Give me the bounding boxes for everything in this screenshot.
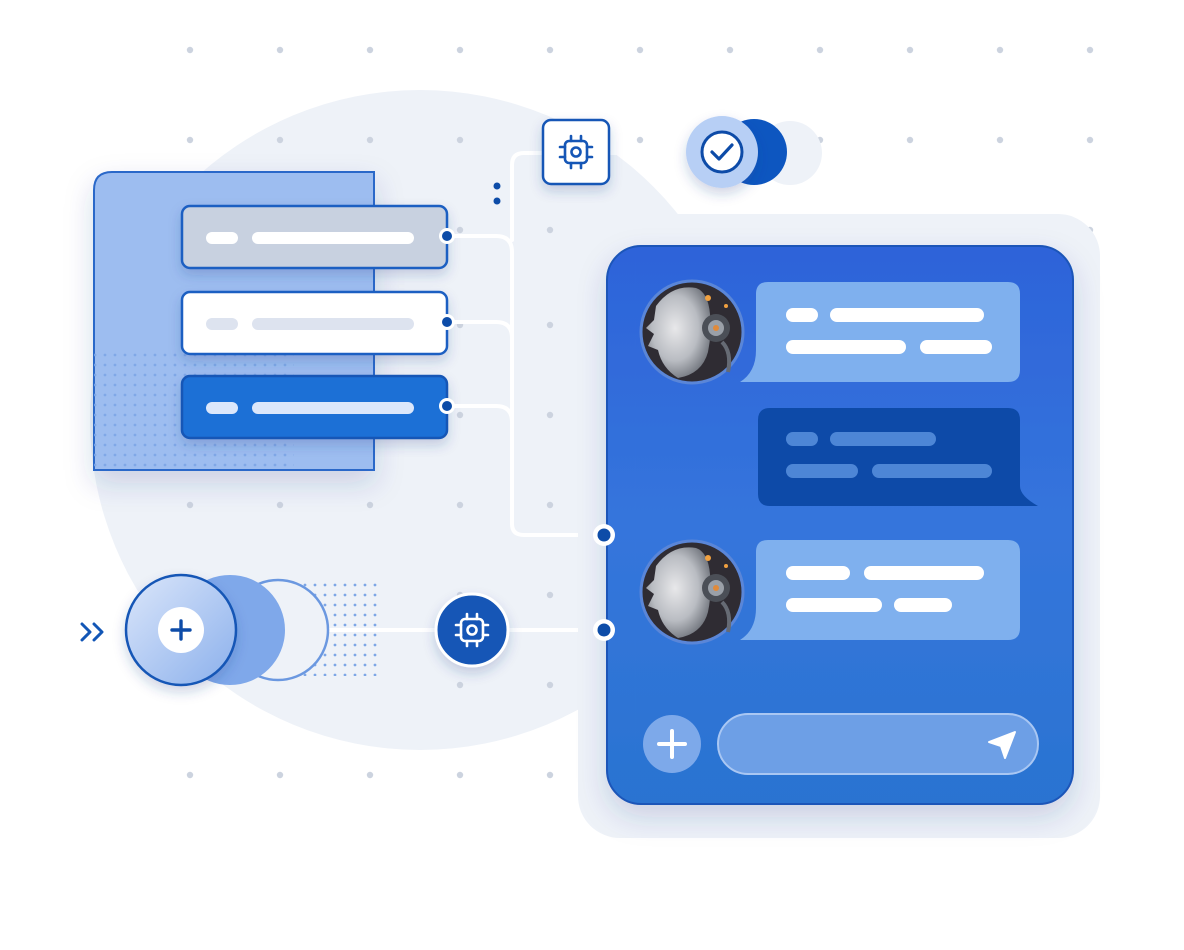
connector-node xyxy=(439,398,455,414)
connector-node xyxy=(439,228,455,244)
grid-dot xyxy=(456,771,464,779)
grid-dot xyxy=(366,136,374,144)
grid-dot xyxy=(726,46,734,54)
grid-dot xyxy=(186,136,194,144)
list-item-selected[interactable] xyxy=(180,374,449,440)
chat-message-bot xyxy=(740,282,1020,382)
grid-dot xyxy=(546,411,554,419)
processor-chip-icon[interactable] xyxy=(541,118,611,186)
list-item[interactable] xyxy=(180,290,449,356)
list-item[interactable] xyxy=(180,204,449,270)
connector-node xyxy=(593,619,615,641)
grid-dot xyxy=(546,321,554,329)
ellipsis-dots xyxy=(493,182,501,205)
grid-dot xyxy=(546,226,554,234)
robot-avatar-icon xyxy=(639,539,745,645)
grid-dot xyxy=(1086,136,1094,144)
grid-dot xyxy=(186,46,194,54)
grid-dot xyxy=(636,136,644,144)
grid-dot xyxy=(456,226,464,234)
grid-dot xyxy=(276,501,284,509)
grid-dot xyxy=(276,46,284,54)
check-circle-group xyxy=(686,116,822,188)
plus-icon[interactable] xyxy=(158,607,204,653)
attach-button[interactable] xyxy=(643,715,701,773)
grid-dot xyxy=(636,46,644,54)
connector-node xyxy=(593,524,615,546)
grid-dot xyxy=(276,771,284,779)
grid-dot xyxy=(1086,46,1094,54)
grid-dot xyxy=(276,136,284,144)
connector-node xyxy=(439,314,455,330)
chat-message-user xyxy=(758,408,1038,506)
grid-dot xyxy=(456,136,464,144)
grid-dot xyxy=(546,771,554,779)
grid-dot xyxy=(186,501,194,509)
robot-avatar-icon xyxy=(639,279,745,385)
grid-dot xyxy=(906,46,914,54)
grid-dot xyxy=(456,46,464,54)
chat-message-bot xyxy=(740,540,1020,640)
grid-dot xyxy=(366,501,374,509)
grid-dot xyxy=(546,591,554,599)
grid-dot xyxy=(186,771,194,779)
check-circle-icon[interactable] xyxy=(686,116,758,188)
chat-input[interactable] xyxy=(717,713,1039,775)
grid-dot xyxy=(456,411,464,419)
grid-dot xyxy=(546,681,554,689)
processor-chip-icon[interactable] xyxy=(434,592,510,668)
grid-dot xyxy=(996,46,1004,54)
grid-dot xyxy=(816,46,824,54)
send-icon[interactable] xyxy=(988,731,1016,759)
grid-dot xyxy=(366,771,374,779)
double-chevron-right-icon xyxy=(80,622,104,642)
grid-dot xyxy=(546,46,554,54)
grid-dot xyxy=(546,501,554,509)
grid-dot xyxy=(996,136,1004,144)
grid-dot xyxy=(366,46,374,54)
grid-dot xyxy=(906,136,914,144)
grid-dot xyxy=(456,681,464,689)
grid-dot xyxy=(456,501,464,509)
